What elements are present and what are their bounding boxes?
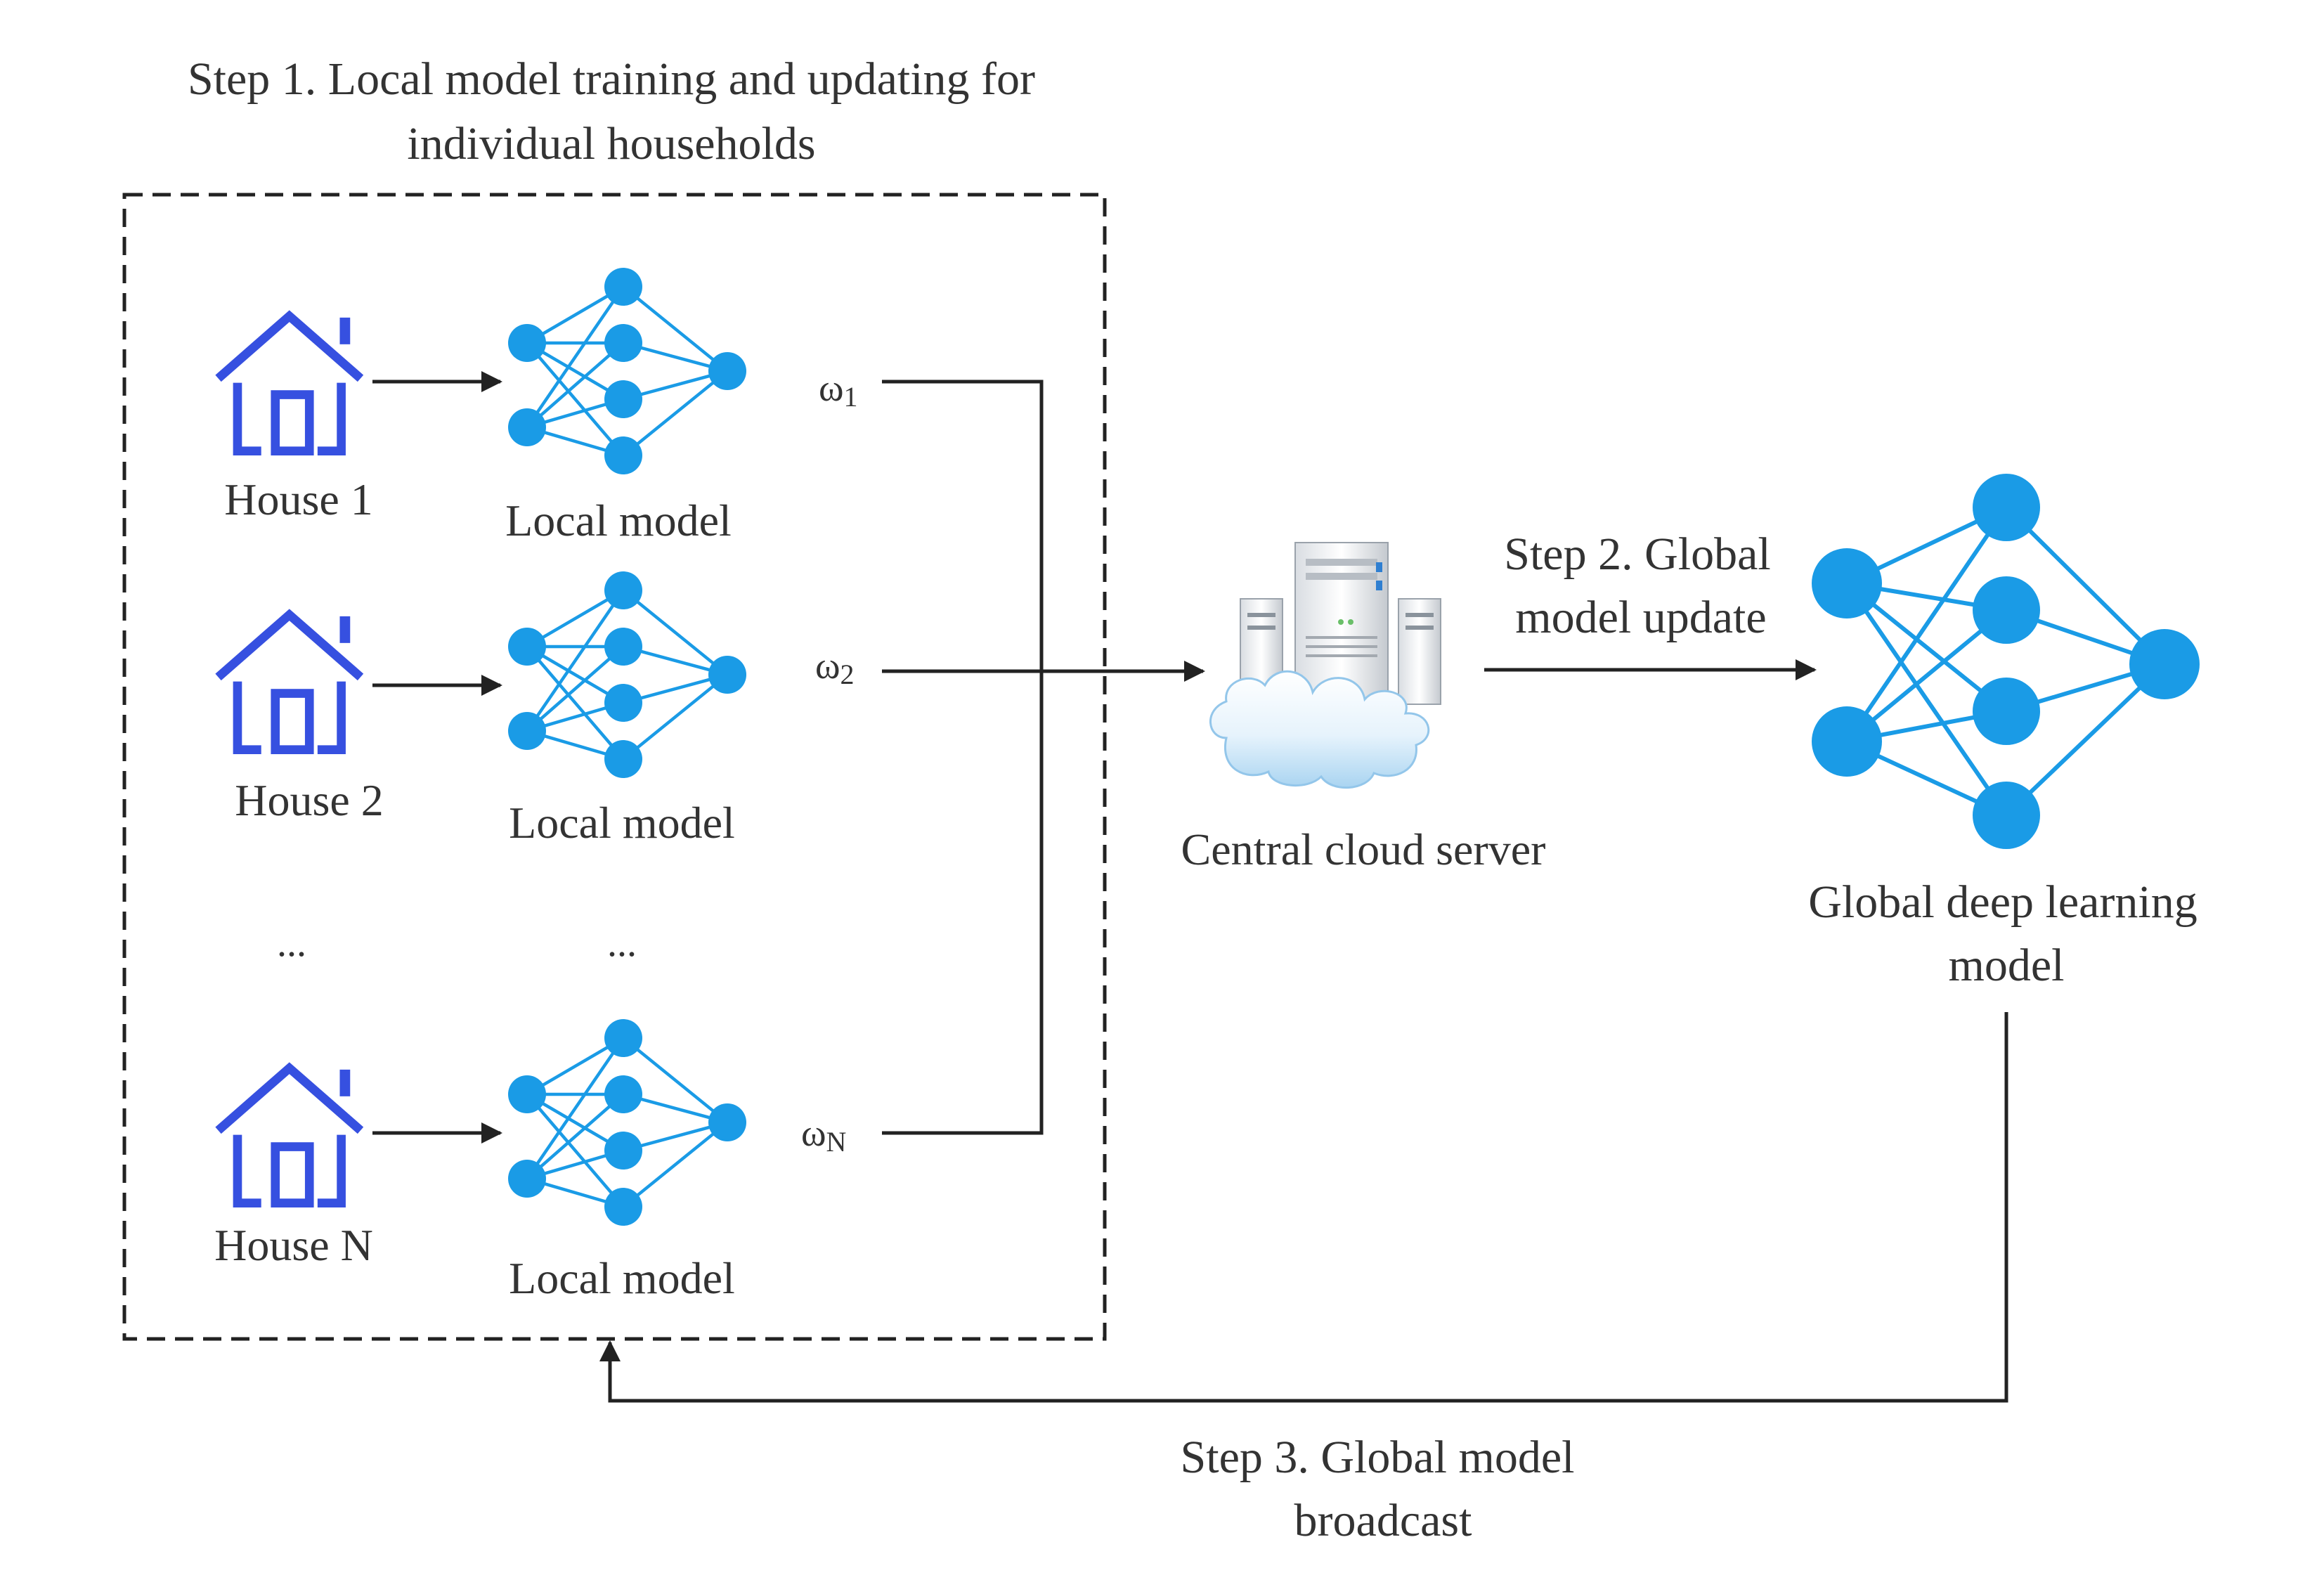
house-icon	[219, 1068, 361, 1203]
step3-label-line1: Step 3. Global model	[1181, 1432, 1575, 1483]
house-icon	[219, 615, 361, 750]
household-row-n: House N Local model ωN	[214, 1019, 846, 1303]
local-model-label: Local model	[509, 1253, 735, 1303]
local-model-label: Local model	[509, 798, 735, 848]
weight-label: ω1	[819, 367, 858, 413]
step3-label-line2: broadcast	[1294, 1495, 1472, 1546]
cloud-server-icon	[1209, 542, 1441, 789]
neural-network-icon	[508, 1019, 746, 1226]
step2-label-line1: Step 2. Global	[1504, 529, 1770, 580]
household-row-1: House 1 Local model ω1	[219, 268, 858, 545]
house-ellipsis: ...	[277, 921, 306, 965]
weight-label: ω2	[815, 644, 855, 690]
neural-network-icon	[508, 268, 746, 474]
weight-label: ωN	[801, 1112, 846, 1158]
weight-n-connector	[882, 671, 1044, 1135]
house-label: House N	[214, 1220, 373, 1270]
step1-title-line2: individual households	[407, 118, 815, 169]
house-label: House 1	[224, 474, 373, 524]
server-label: Central cloud server	[1181, 824, 1546, 874]
global-model-label-line1: Global deep learning	[1808, 876, 2197, 928]
neural-network-icon	[508, 571, 746, 778]
local-training-boundary	[122, 193, 1107, 1341]
step2-label-line2: model update	[1515, 592, 1766, 643]
local-model-label: Local model	[505, 495, 732, 545]
household-row-2: House 2 Local model ω2	[219, 571, 855, 848]
global-model-label-line2: model	[1949, 940, 2065, 991]
global-neural-network-icon	[1812, 474, 2200, 849]
broadcast-arrow	[599, 1012, 2008, 1403]
model-ellipsis: ...	[607, 921, 637, 965]
step1-title-line1: Step 1. Local model training and updatin…	[188, 53, 1035, 105]
house-icon	[219, 316, 361, 451]
weight-1-connector	[882, 380, 1044, 671]
house-label: House 2	[235, 775, 384, 825]
